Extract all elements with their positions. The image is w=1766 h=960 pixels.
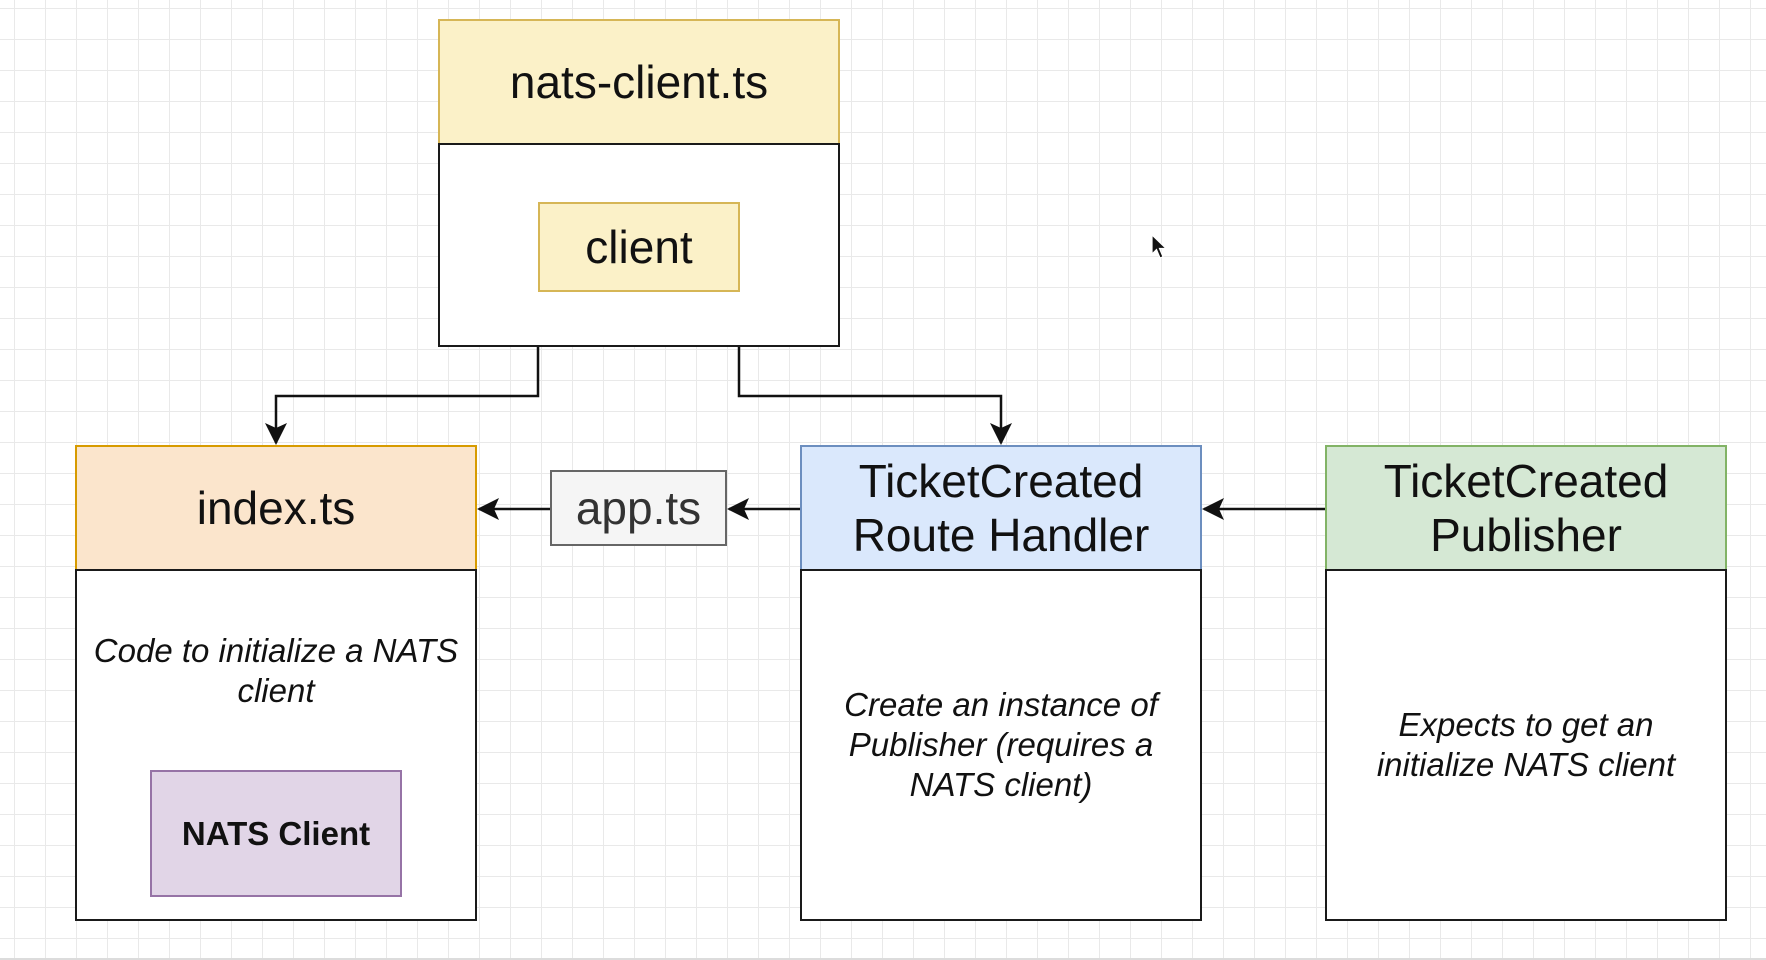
index-file-title: index.ts	[196, 482, 356, 534]
edge-nats-to-route-handler	[737, 347, 1012, 445]
edge-nats-to-index	[265, 347, 540, 445]
route-handler-title-line2: Route Handler	[852, 509, 1150, 561]
nats-client-file-title: nats-client.ts	[509, 56, 769, 108]
client-export-box[interactable]: client	[538, 202, 740, 292]
route-handler-header[interactable]: TicketCreated Route Handler	[800, 445, 1202, 571]
publisher-title-line2: Publisher	[1430, 509, 1622, 561]
app-file-title: app.ts	[575, 482, 702, 534]
nats-client-instance-label: NATS Client	[181, 814, 371, 852]
mouse-pointer-icon	[1151, 234, 1168, 259]
index-file-note: Code to initialize a NATS client	[93, 632, 459, 709]
publisher-header[interactable]: TicketCreated Publisher	[1325, 445, 1727, 571]
publisher-title-line1: TicketCreated	[1383, 455, 1669, 507]
index-file-header[interactable]: index.ts	[75, 445, 477, 571]
route-handler-body[interactable]: Create an instance of Publisher (require…	[800, 569, 1202, 921]
app-file-box[interactable]: app.ts	[550, 470, 727, 546]
nats-client-instance-box[interactable]: NATS Client	[150, 770, 402, 897]
route-handler-title-line1: TicketCreated	[858, 455, 1144, 507]
publisher-body[interactable]: Expects to get an initialize NATS client	[1325, 569, 1727, 921]
canvas-bottom-edge	[0, 958, 1766, 960]
route-handler-note: Create an instance of Publisher (require…	[844, 686, 1158, 803]
publisher-note: Expects to get an initialize NATS client	[1376, 706, 1676, 783]
nats-client-file-header[interactable]: nats-client.ts	[438, 19, 840, 145]
client-export-label: client	[585, 221, 693, 273]
